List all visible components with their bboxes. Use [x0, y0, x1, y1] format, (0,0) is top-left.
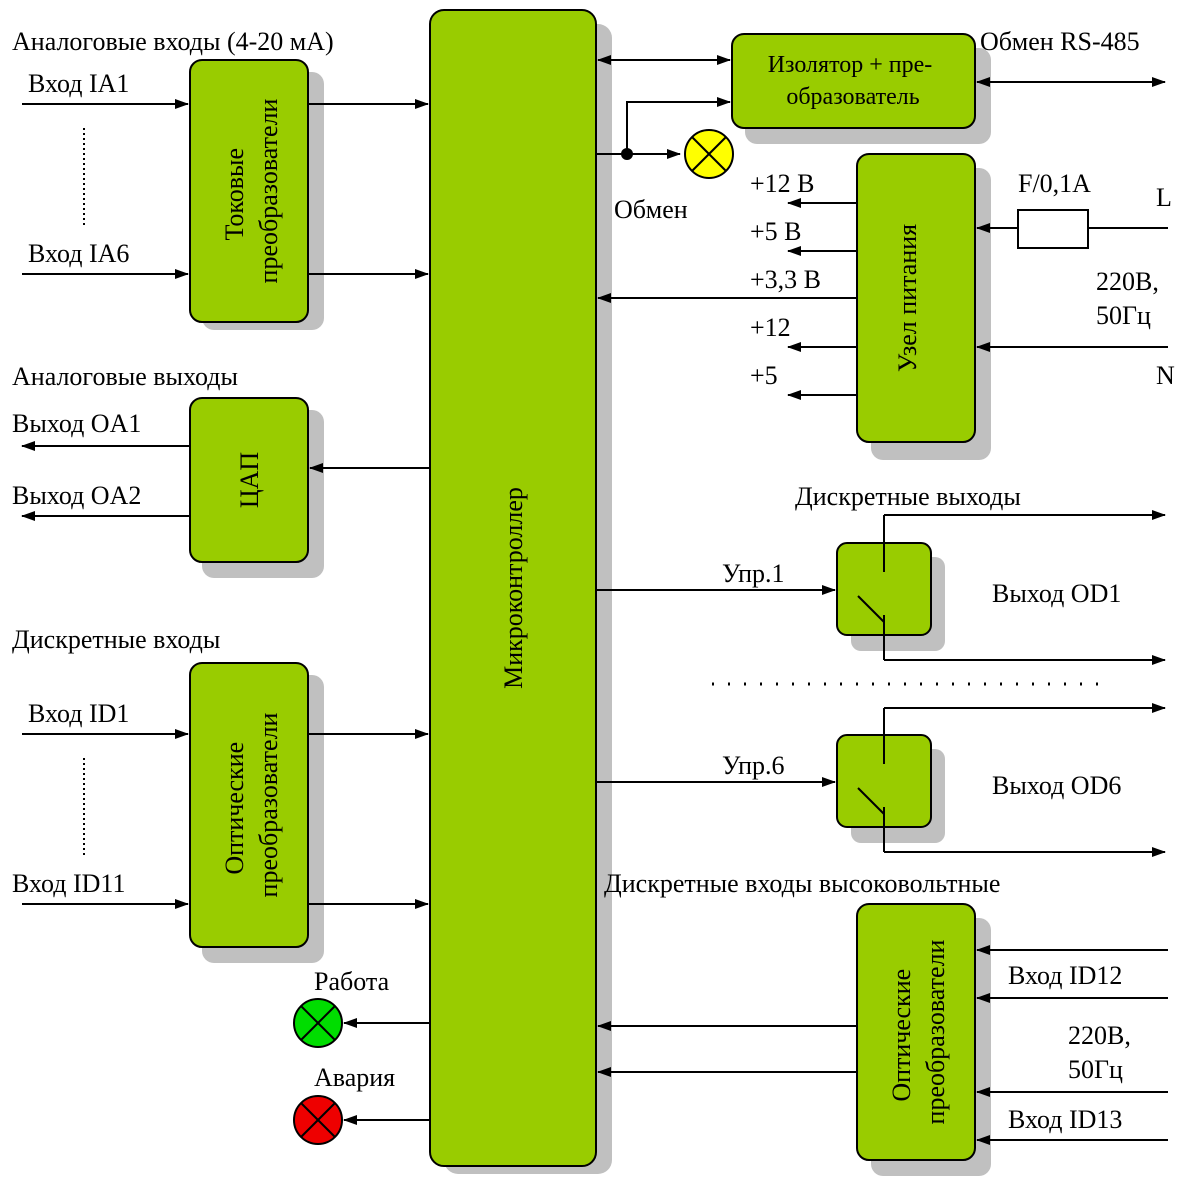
optical-converters-block [189, 662, 309, 948]
input-ia6-label: Вход IA6 [28, 239, 129, 268]
mains-label-1: 220В, [1096, 267, 1159, 296]
microcontroller-label: Микроконтроллер [499, 487, 528, 689]
microcontroller-block [429, 9, 597, 1167]
alarm-lamp-label: Авария [314, 1063, 395, 1092]
analog-outputs-heading: Аналоговые выходы [12, 362, 238, 391]
optical-converters-label: Оптические преобразователи [220, 712, 283, 897]
power-unit-label: Узел питания [893, 224, 922, 372]
analog-inputs-group: Вход IA1 Вход IA6 [22, 69, 429, 279]
discrete-outputs-group: Упр.1 Выход OD1 Упр.6 Выход OD6 [596, 510, 1166, 857]
fuse-label: F/0,1A [1018, 169, 1091, 198]
dac-block [189, 397, 309, 563]
exchange-lamp-icon [684, 129, 734, 179]
analog-inputs-heading: Аналоговые входы (4-20 мА) [12, 27, 334, 56]
hv-optical-converters-label: Оптические преобразователи [887, 939, 950, 1124]
ctrl1-label: Упр.1 [722, 559, 785, 588]
work-lamp-icon [293, 998, 343, 1048]
input-id11-label: Вход ID11 [12, 869, 125, 898]
analog-outputs-group: Выход OA1 Выход OA2 [12, 409, 430, 521]
discrete-outputs-heading: Дискретные выходы [795, 482, 1021, 511]
hv-supply-label-1: 220В, [1068, 1021, 1131, 1050]
input-ia1-label: Вход IA1 [28, 69, 129, 98]
line-l-label: L [1156, 183, 1172, 212]
current-converters-label: Токовые преобразователи [220, 98, 283, 283]
hv-supply-label-2: 50Гц [1068, 1055, 1123, 1084]
isolator-label: Изолятор + пре- образователь [768, 52, 939, 110]
hv-discrete-inputs-heading: Дискретные входы высоковольтные [604, 869, 1000, 898]
exchange-lamp-label: Обмен [614, 195, 688, 224]
hv-optical-converters-block [856, 903, 976, 1161]
exchange-group: Обмен RS-485 Обмен [596, 27, 1166, 224]
junction-to-isolator-arrow [626, 97, 731, 154]
rail-12v-label: +12 В [750, 169, 815, 198]
power-group: +12 В +5 В +3,3 В +12 +5 F/0,1A L 220В, … [597, 169, 1175, 400]
work-lamp-label: Работа [314, 967, 390, 996]
neutral-label: N [1156, 361, 1175, 390]
output-od1-label: Выход OD1 [992, 579, 1121, 608]
input-id1-label: Вход ID1 [28, 699, 129, 728]
relay-od6-switch-icon [857, 708, 885, 852]
alarm-lamp-icon [293, 1095, 343, 1145]
output-oa2-label: Выход OA2 [12, 481, 141, 510]
dac-label: ЦАП [235, 452, 264, 509]
isolator-block [731, 33, 976, 129]
status-lamps-group: Работа Авария [293, 967, 430, 1145]
rail-5-label: +5 [750, 361, 778, 390]
relay-od1-switch-icon [857, 515, 885, 660]
hv-inputs-group: Вход ID12 220В, 50Гц Вход ID13 [597, 945, 1168, 1145]
output-oa1-label: Выход OA1 [12, 409, 141, 438]
rail-33v-label: +3,3 В [750, 265, 821, 294]
current-converters-block [189, 59, 309, 323]
input-id12-label: Вход ID12 [1008, 961, 1122, 990]
mains-label-2: 50Гц [1096, 301, 1151, 330]
discrete-inputs-group: Вход ID1 Вход ID11 [12, 699, 429, 909]
rail-5v-label: +5 В [750, 217, 802, 246]
rail-12-label: +12 [750, 313, 791, 342]
input-id13-label: Вход ID13 [1008, 1105, 1122, 1134]
rs485-label: Обмен RS-485 [980, 27, 1140, 56]
ctrl6-label: Упр.6 [722, 751, 785, 780]
output-od6-label: Выход OD6 [992, 771, 1121, 800]
fuse-icon [1017, 209, 1089, 249]
discrete-inputs-heading: Дискретные входы [12, 625, 220, 654]
